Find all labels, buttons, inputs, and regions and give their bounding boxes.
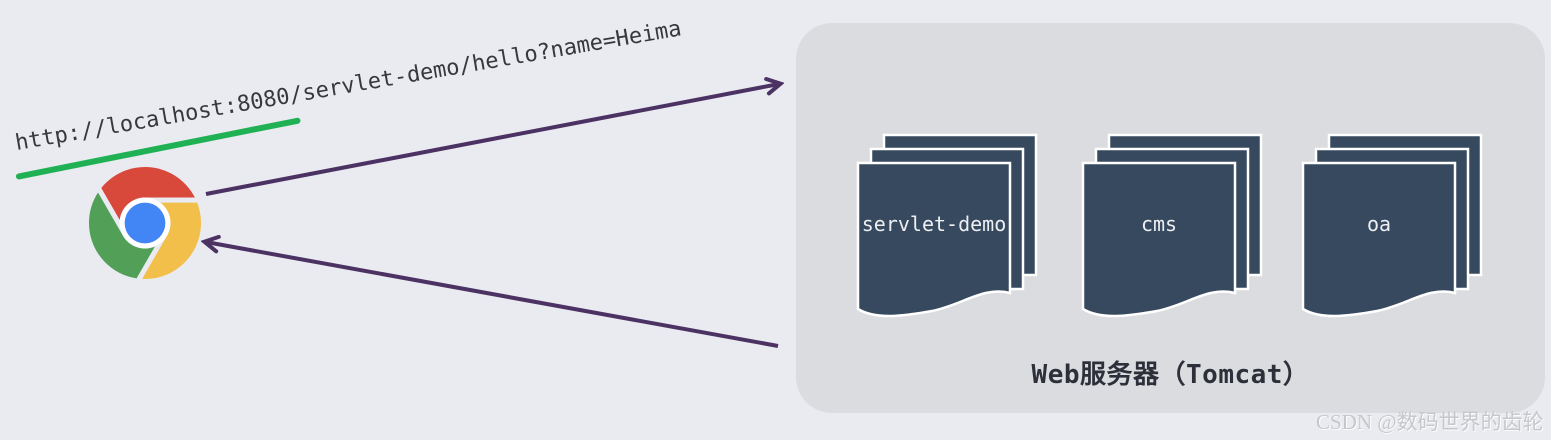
response-arrow: [206, 242, 779, 348]
chrome-blue-center: [124, 202, 166, 244]
chrome-red-segment: [101, 167, 195, 220]
app-label: cms: [1141, 212, 1177, 236]
page-front-icon: [856, 161, 1012, 318]
page-front-icon: [1081, 161, 1237, 318]
app-stack-cms: cms: [1081, 133, 1263, 318]
watermark: CSDN @数码世界的齿轮: [1316, 410, 1544, 434]
app-stack-oa: oa: [1301, 133, 1483, 318]
app-stack-servlet-demo: servlet-demo: [856, 133, 1038, 318]
chrome-yellow-segment: [142, 202, 201, 279]
chrome-icon: [89, 167, 201, 279]
chrome-green-segment: [89, 192, 155, 279]
app-label: oa: [1367, 212, 1391, 236]
page-front-icon: [1301, 161, 1457, 318]
request-url-text: http://localhost:8080/servlet-demo/hello…: [13, 16, 684, 157]
app-label: servlet-demo: [862, 212, 1007, 236]
server-label: Web服务器（Tomcat）: [1031, 360, 1310, 390]
